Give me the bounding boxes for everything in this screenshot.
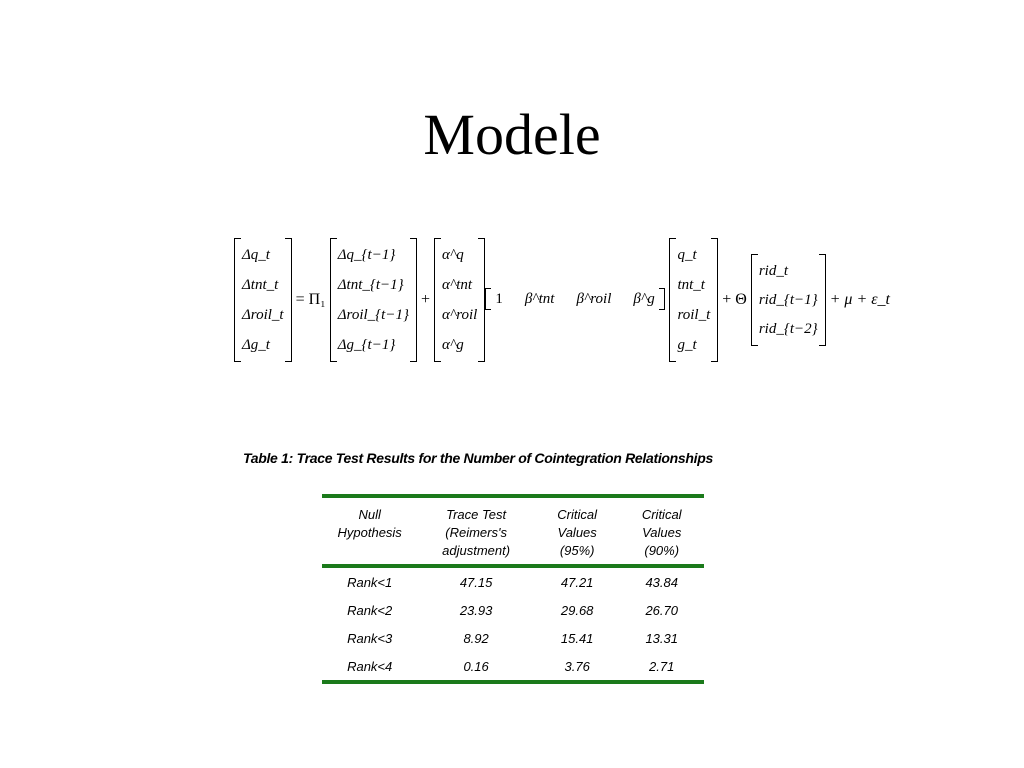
beta-entry: β^roil: [576, 290, 612, 307]
header-trace-test: Trace Test (Reimers's adjustment): [417, 496, 535, 566]
table-cell: Rank<1: [347, 574, 393, 590]
rid-entry: rid_{t−1}: [758, 291, 818, 308]
table-cell: Rank<3: [347, 630, 393, 646]
header-line: Critical: [557, 507, 598, 522]
header-null-hypothesis: Null Hypothesis: [322, 496, 417, 566]
header-line: Null: [358, 507, 381, 522]
header-line: (Reimers's: [445, 525, 507, 540]
rid-entry: rid_{t−2}: [758, 321, 818, 338]
table-cell: 3.76: [564, 658, 590, 674]
header-line: (90%): [644, 543, 680, 558]
header-line: Trace Test: [446, 507, 507, 522]
lhs-entry: Δtnt_t: [242, 277, 279, 293]
header-line: Critical: [641, 507, 682, 522]
beta-entry: β^tnt: [524, 290, 555, 307]
table-cell: Rank<4: [347, 658, 393, 674]
alpha-entry: α^q: [442, 247, 464, 263]
rid-entry: rid_t: [758, 262, 789, 279]
table-cell: 0.16: [463, 658, 489, 674]
table-cell: 47.21: [560, 574, 594, 590]
lag-entry: Δg_{t−1}: [337, 337, 396, 353]
vecm-equation: Δq_t Δtnt_t Δroil_t Δg_t = Π₁ Δq_{t−1} Δ…: [234, 232, 894, 368]
table-header-row: Null Hypothesis Trace Test (Reimers's ad…: [322, 496, 704, 566]
levels-entry: q_t: [677, 247, 697, 263]
table-cell: 23.93: [459, 602, 493, 618]
table-row: Rank<1 47.15 47.21 43.84: [322, 566, 704, 596]
lhs-entry: Δq_t: [242, 247, 270, 263]
header-critical-95: Critical Values (95%): [535, 496, 620, 566]
header-line: adjustment): [442, 543, 511, 558]
header-line: Values: [557, 525, 597, 540]
rid-vector: rid_t rid_{t−1} rid_{t−2}: [750, 254, 826, 346]
table-cell: 8.92: [463, 630, 489, 646]
plus-theta: + Θ: [722, 291, 747, 308]
alpha-entry: α^tnt: [442, 277, 473, 293]
equals-pi: = Π₁: [295, 291, 326, 308]
lag-entry: Δq_{t−1}: [337, 247, 396, 263]
alpha-vector: α^q α^tnt α^roil α^g: [434, 238, 486, 362]
trace-test-table: Null Hypothesis Trace Test (Reimers's ad…: [322, 494, 704, 684]
lhs-entry: Δroil_t: [242, 307, 284, 323]
slide-title: Modele: [423, 102, 601, 167]
equation-tail: + μ + ε_t: [829, 291, 890, 308]
alpha-entry: α^g: [442, 337, 464, 353]
lag-entry: Δroil_{t−1}: [337, 307, 409, 323]
levels-entry: roil_t: [677, 307, 711, 323]
table-row: Rank<4 0.16 3.76 2.71: [322, 652, 704, 682]
header-critical-90: Critical Values (90%): [619, 496, 704, 566]
lag-vector: Δq_{t−1} Δtnt_{t−1} Δroil_{t−1} Δg_{t−1}: [329, 238, 418, 362]
table-cell: 26.70: [645, 602, 678, 618]
plus-sign: +: [420, 291, 430, 308]
levels-entry: tnt_t: [677, 277, 705, 293]
lag-entry: Δtnt_{t−1}: [337, 277, 404, 293]
table-cell: 43.84: [645, 574, 678, 590]
table-cell: 15.41: [560, 630, 594, 646]
lhs-vector: Δq_t Δtnt_t Δroil_t Δg_t: [234, 238, 292, 362]
beta-entry: β^g: [633, 290, 655, 307]
table-cell: 13.31: [645, 630, 678, 646]
header-line: (95%): [559, 543, 595, 558]
levels-vector: q_t tnt_t roil_t g_t: [669, 238, 719, 362]
table-cell: 29.68: [560, 602, 594, 618]
table-cell: 2.71: [649, 658, 675, 674]
beta-entry: 1: [495, 290, 503, 307]
table-cell: 47.15: [459, 574, 493, 590]
table-cell: Rank<2: [347, 602, 393, 618]
alpha-entry: α^roil: [442, 307, 478, 323]
lhs-entry: Δg_t: [242, 337, 270, 353]
beta-row-vector: 1 β^tnt β^roil β^g: [485, 288, 666, 310]
table-row: Rank<3 8.92 15.41 13.31: [322, 624, 704, 652]
levels-entry: g_t: [677, 337, 697, 353]
table-caption: Table 1: Trace Test Results for the Numb…: [243, 450, 713, 466]
header-line: Values: [642, 525, 682, 540]
table-row: Rank<2 23.93 29.68 26.70: [322, 596, 704, 624]
header-line: Hypothesis: [337, 525, 402, 540]
